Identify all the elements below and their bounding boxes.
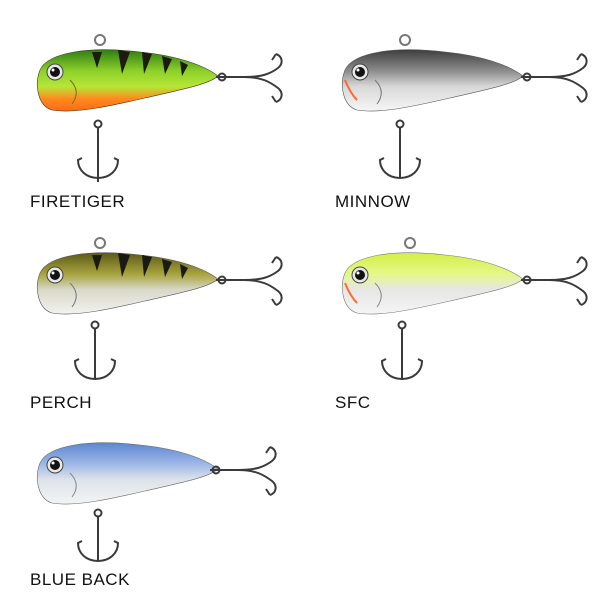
gill-line xyxy=(69,79,77,105)
line-tie-icon xyxy=(399,34,411,46)
lure-label: FIRETIGER xyxy=(30,192,126,211)
gill-accent xyxy=(344,79,358,101)
gill-line xyxy=(374,79,382,105)
lure-sfc-image xyxy=(342,237,588,380)
lure-perch: PERCH xyxy=(30,233,290,413)
gill-line xyxy=(69,282,77,308)
treble-hook-icon xyxy=(216,256,283,306)
lure-sfc: SFC xyxy=(335,233,595,413)
treble-hook-icon xyxy=(378,119,422,179)
stripe xyxy=(142,52,152,74)
stripe xyxy=(180,61,188,76)
line-tie-icon xyxy=(94,34,106,46)
stripe xyxy=(162,56,172,74)
lure-body xyxy=(342,49,524,112)
lure-blueback-image xyxy=(37,442,277,562)
gill-line xyxy=(374,282,382,308)
treble-hook-icon xyxy=(380,320,424,380)
lure-label: MINNOW xyxy=(335,192,411,211)
lure-firetiger-image xyxy=(37,34,283,182)
treble-hook-icon xyxy=(521,53,588,103)
stripe xyxy=(118,50,130,74)
fish-eye-icon xyxy=(351,266,369,284)
line-tie-icon xyxy=(404,237,416,249)
treble-hook-icon xyxy=(521,256,588,306)
lure-minnow: MINNOW xyxy=(335,30,595,211)
lure-minnow-image xyxy=(342,34,588,179)
stripe xyxy=(92,52,102,68)
treble-hook-icon xyxy=(76,119,120,182)
treble-hook-icon xyxy=(216,53,283,103)
stripe xyxy=(92,255,102,271)
treble-hook-icon xyxy=(76,508,120,562)
lure-label: SFC xyxy=(335,393,371,412)
lure-body xyxy=(37,49,219,112)
fish-eye-icon xyxy=(46,266,64,284)
stripe xyxy=(162,259,172,277)
line-tie-icon xyxy=(94,237,106,249)
treble-hook-icon xyxy=(210,446,277,496)
fish-eye-icon xyxy=(46,456,64,474)
lure-firetiger: FIRETIGER xyxy=(30,30,290,211)
lure-body xyxy=(342,252,524,315)
lure-body xyxy=(37,252,219,315)
lure-blueback: BLUE BACK xyxy=(30,423,290,603)
stripe xyxy=(180,264,188,279)
gill-line xyxy=(69,472,77,498)
stripe xyxy=(118,253,130,277)
lure-label: PERCH xyxy=(30,393,93,412)
lure-perch-image xyxy=(37,237,283,380)
fish-eye-icon xyxy=(46,63,64,81)
gill-accent xyxy=(344,282,358,304)
fish-eye-icon xyxy=(351,63,369,81)
treble-hook-icon xyxy=(73,320,117,380)
lure-body xyxy=(37,442,219,505)
stripe xyxy=(142,255,152,277)
lure-label: BLUE BACK xyxy=(30,570,130,589)
